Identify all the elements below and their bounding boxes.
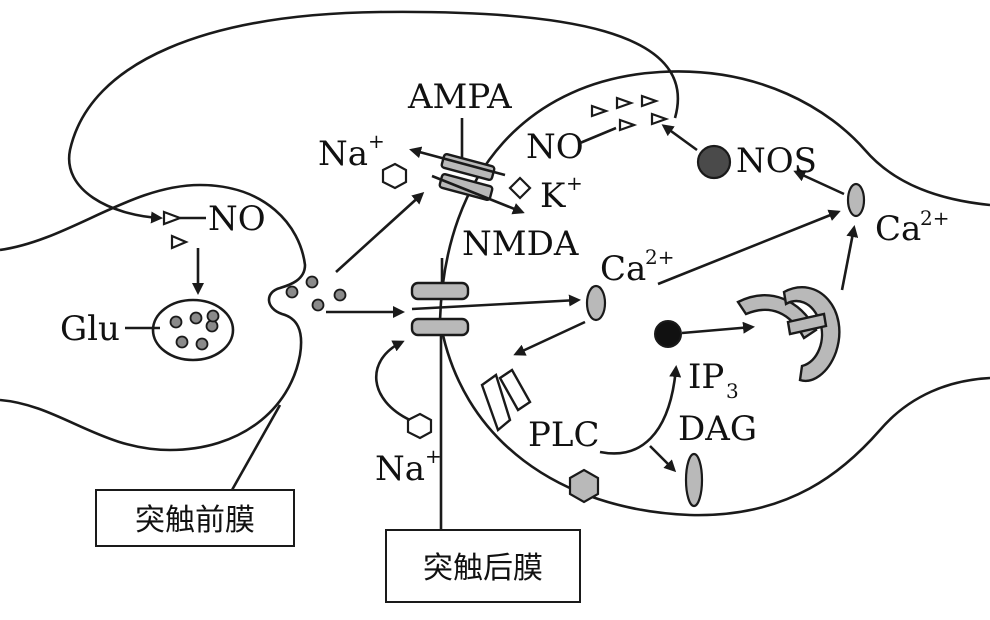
postsynaptic-cell-lower-outline: [438, 319, 990, 517]
no-molecule-icon: [170, 234, 189, 250]
no-postsynaptic-label: NO: [526, 127, 584, 167]
plc-to-dag-arrow: [649, 445, 677, 473]
plc-to-ip3-arrow: [599, 365, 682, 455]
no-molecule-icon: [162, 210, 184, 226]
postsynaptic-membrane-label: 突触后膜: [423, 551, 543, 586]
postsynaptic-membrane-box: [385, 529, 581, 603]
na-bottom-sup: +: [425, 444, 442, 468]
na-top-label: Na: [318, 134, 368, 174]
na-influx-ampa-arrow: [409, 146, 506, 177]
plc-enzyme-icon: [568, 468, 600, 504]
ca-right-label: Ca: [875, 209, 921, 249]
presynaptic-terminal-outline: [0, 183, 307, 452]
nos-enzyme: [696, 144, 732, 180]
na-ion-icon: [406, 412, 433, 440]
ip3-label: IP: [688, 357, 724, 397]
ca-to-plc-arrow: [513, 320, 586, 356]
ca-to-ca-store-arrow: [657, 209, 841, 286]
presynaptic-membrane-box: [95, 489, 295, 547]
plc-label: PLC: [528, 415, 599, 455]
ampa-label: AMPA: [407, 77, 512, 117]
no-feedback-loop: [67, 10, 680, 224]
glu-vesicle: [151, 298, 235, 362]
ca-ion-icon: [585, 284, 607, 322]
nmda-label: NMDA: [462, 224, 579, 264]
na-ion-icon: [381, 162, 408, 190]
no-presynaptic-label: NO: [208, 199, 266, 239]
presynaptic-membrane-label: 突触前膜: [135, 503, 255, 538]
glu-molecules: [169, 309, 220, 351]
no-molecules-postsynaptic: [590, 94, 670, 132]
ca-right-sup: 2+: [920, 206, 949, 230]
ip3-to-er-arrow: [681, 321, 755, 335]
k-ion-icon: [508, 176, 532, 200]
nos-to-no-arrow: [661, 124, 698, 152]
nmda-to-ca-arrow: [411, 294, 581, 311]
ca-to-nos-arrow: [793, 170, 845, 196]
nos-label: NOS: [736, 141, 817, 181]
ca-mid-sup: 2+: [645, 245, 674, 269]
plc-receptor-icon: [480, 368, 532, 433]
dag-label: DAG: [678, 409, 757, 449]
endoplasmic-reticulum-icon: [736, 286, 841, 383]
ca-ion-icon: [846, 182, 866, 218]
na-bottom-label: Na: [375, 449, 425, 489]
ca-mid-label: Ca: [600, 249, 646, 289]
released-glutamate: [285, 275, 347, 312]
er-to-ca-arrow: [840, 225, 859, 291]
k-label: K: [540, 176, 566, 216]
ip3-molecule: [654, 320, 682, 348]
k-efflux-arrow: [431, 174, 525, 215]
na-top-sup: +: [368, 129, 385, 153]
k-sup: +: [566, 171, 583, 195]
na-influx-nmda-arrow: [375, 340, 411, 422]
glu-to-ampa-arrow: [335, 191, 425, 273]
glu-label: Glu: [60, 309, 120, 349]
ip3-sub: 3: [726, 379, 739, 403]
dag-icon: [684, 452, 704, 508]
